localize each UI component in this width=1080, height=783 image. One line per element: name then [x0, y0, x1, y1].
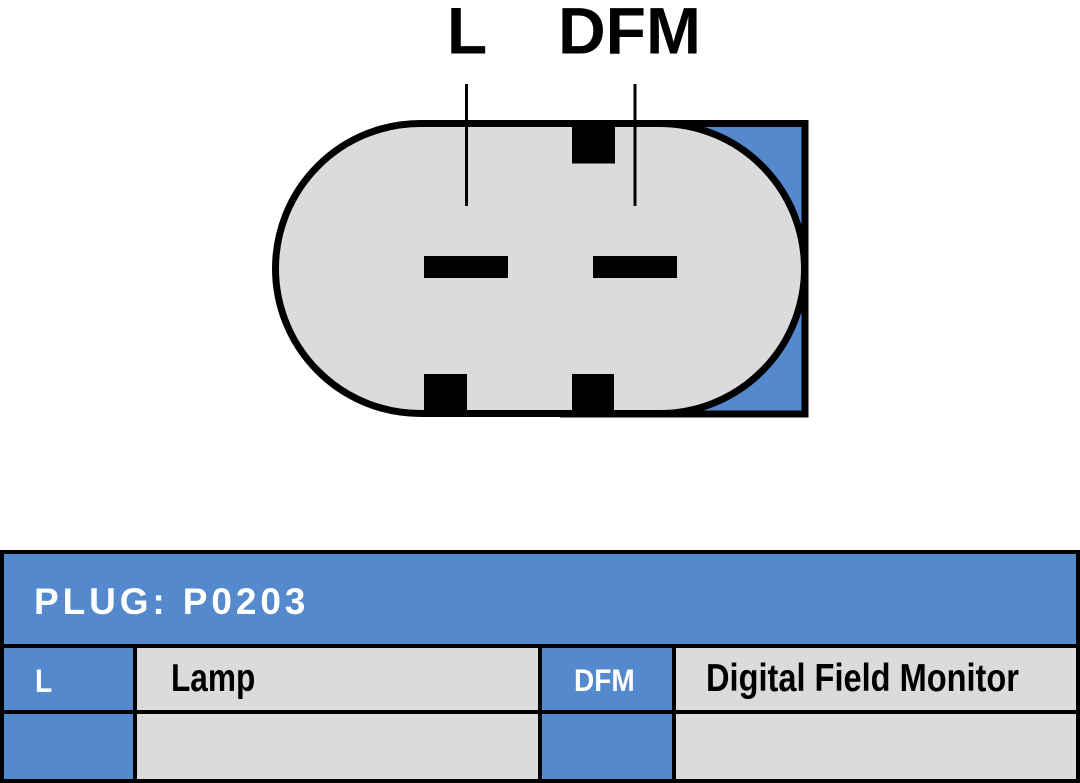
svg-text:DFM: DFM	[558, 0, 701, 68]
svg-text:L: L	[447, 0, 487, 68]
